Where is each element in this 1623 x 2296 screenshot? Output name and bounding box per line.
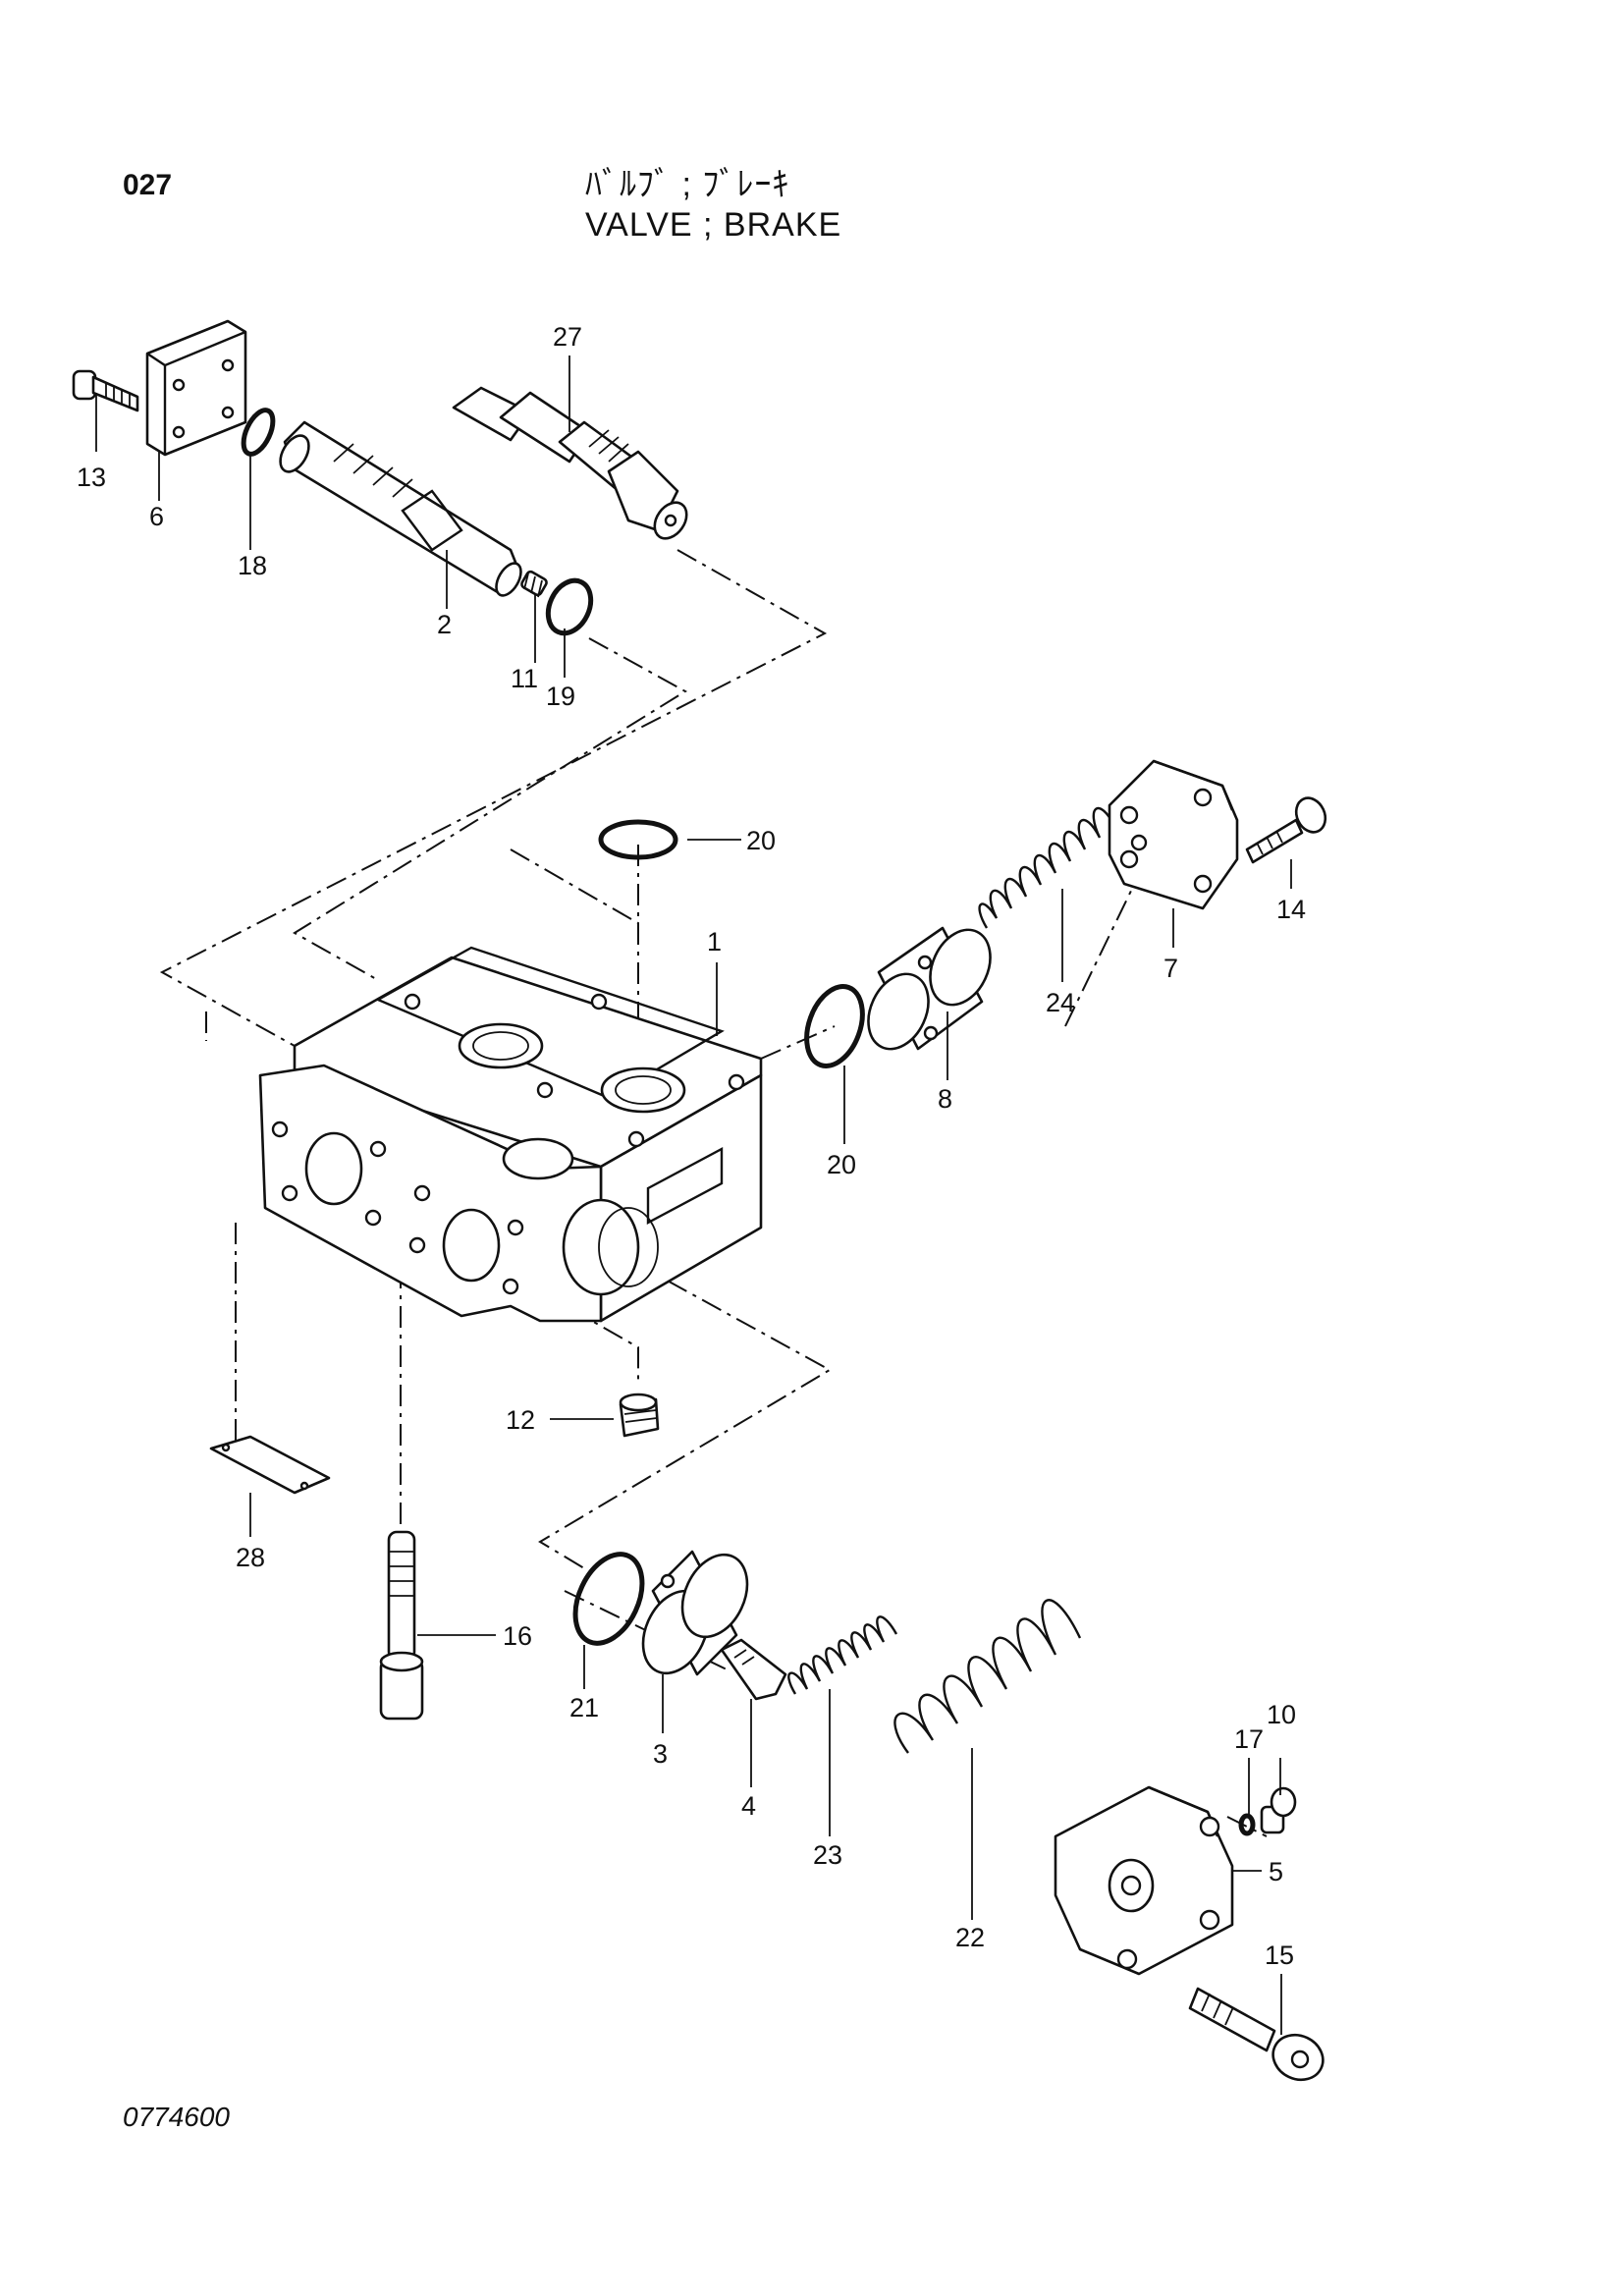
callout-4: 4	[741, 1791, 756, 1821]
part-22-spring	[893, 1599, 1082, 1754]
callout-2: 2	[437, 610, 452, 639]
callout-18: 18	[238, 551, 267, 580]
page-number: 027	[123, 169, 173, 201]
part-1-valve-body	[258, 946, 763, 1323]
callout-3: 3	[653, 1739, 668, 1769]
part-19-o-ring	[545, 577, 594, 636]
part-20-o-ring-top	[598, 819, 678, 860]
part-28-nameplate	[209, 1435, 331, 1495]
callout-1: 1	[707, 927, 722, 957]
callout-11: 11	[511, 664, 538, 693]
part-15-bolt	[1188, 1987, 1325, 2082]
callout-23: 23	[813, 1840, 842, 1870]
part-12-plug	[619, 1393, 660, 1438]
callout-14: 14	[1276, 895, 1306, 924]
part-20-o-ring-side	[804, 984, 865, 1068]
part-14-bolt	[1245, 796, 1327, 864]
callout-17: 17	[1234, 1724, 1264, 1754]
callout-20-top: 20	[746, 826, 776, 855]
callout-13: 13	[77, 463, 106, 492]
callout-24: 24	[1046, 988, 1075, 1017]
assembly-centerlines	[159, 549, 1268, 1837]
title-japanese: ﾊﾞﾙﾌﾞ ; ﾌﾞﾚｰｷ	[585, 166, 790, 203]
part-2-spool	[279, 420, 522, 597]
part-4-pin	[720, 1638, 787, 1701]
part-16-long-bolt	[379, 1530, 424, 1721]
part-21-o-ring	[572, 1552, 645, 1646]
part-18-o-ring	[241, 408, 276, 457]
leader-lines	[95, 355, 1292, 2035]
part-24-spring	[978, 806, 1116, 929]
callout-22: 22	[955, 1923, 985, 1952]
part-3-piston	[641, 1550, 749, 1676]
part-27-relief-valve	[452, 386, 688, 540]
callout-12: 12	[506, 1405, 535, 1435]
callout-15: 15	[1265, 1941, 1294, 1970]
callout-19: 19	[546, 682, 575, 711]
part-5-end-cover	[1054, 1785, 1234, 1976]
part-11-plug	[520, 570, 548, 598]
drawing-number: 0774600	[123, 2102, 231, 2132]
callout-10: 10	[1267, 1700, 1296, 1729]
callout-28: 28	[236, 1543, 265, 1572]
callout-labels: 13 6 18 2 11 19 27 20 1 20 8 24 7 14 12 …	[77, 322, 1306, 1970]
part-17-washer	[1238, 1813, 1256, 1836]
callout-8: 8	[938, 1084, 952, 1114]
callout-20-side: 20	[827, 1150, 856, 1179]
callout-6: 6	[149, 502, 164, 531]
callout-21: 21	[569, 1693, 599, 1722]
part-6-cover-plate	[145, 319, 247, 457]
callout-7: 7	[1163, 954, 1178, 983]
part-10-plug	[1260, 1786, 1297, 1834]
callout-27: 27	[553, 322, 582, 352]
callout-5: 5	[1269, 1857, 1283, 1886]
title-english: VALVE ; BRAKE	[585, 206, 842, 244]
part-13-bolt	[72, 369, 139, 412]
part-8-sleeve	[867, 926, 992, 1051]
part-23-spring	[787, 1615, 898, 1695]
part-7-cover	[1108, 759, 1239, 910]
callout-16: 16	[503, 1621, 532, 1651]
